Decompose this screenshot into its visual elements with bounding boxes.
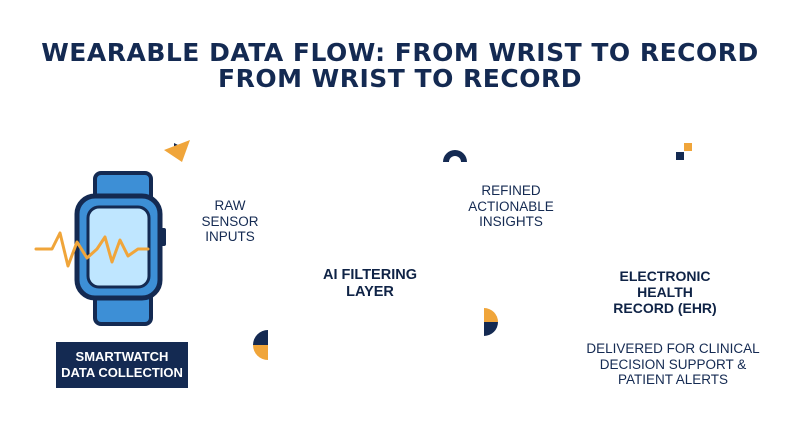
smartwatch-data-collection-label: SMARTWATCH DATA COLLECTION (61, 348, 183, 380)
diagram-title-line-1: WEARABLE DATA FLOW: FROM WRIST TO RECORD (41, 38, 759, 67)
diagram-title-line-2: FROM WRIST TO RECORD (218, 64, 582, 93)
ehr-label: ELECTRONIC HEALTH RECORD (EHR) (613, 268, 717, 317)
raw-sensor-inputs-label: RAW SENSOR INPUTS (201, 198, 259, 245)
ai-filtering-label: AI FILTERING LAYER (323, 267, 417, 300)
decor-quarter-navy-2 (253, 330, 268, 345)
decor-square-navy (676, 152, 684, 160)
smartwatch-heartbeat-icon (34, 171, 166, 326)
decorative-shapes (164, 140, 692, 360)
decor-quarter-navy (484, 322, 498, 336)
smartwatch-node (34, 171, 166, 326)
delivered-for-clinical-label: DELIVERED FOR CLINICAL DECISION SUPPORT … (586, 341, 760, 388)
decor-quarter-orange (484, 308, 498, 322)
decor-triangle-orange (164, 140, 190, 162)
decor-quarter-orange-2 (253, 345, 268, 360)
smartwatch-label-box: SMARTWATCH DATA COLLECTION (56, 342, 188, 388)
refined-insights-label: REFINED ACTIONABLE INSIGHTS (468, 183, 554, 230)
decor-arc-navy (443, 150, 467, 162)
decor-square-orange (684, 143, 692, 151)
